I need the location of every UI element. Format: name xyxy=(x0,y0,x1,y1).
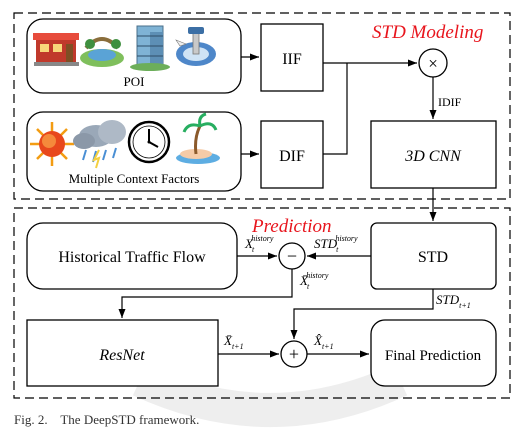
std-next-label: STDt+1 xyxy=(436,292,471,310)
prediction-frame xyxy=(13,207,511,399)
subtract-to-resnet-arrow xyxy=(118,269,293,318)
clock-icon xyxy=(127,120,171,164)
connectors xyxy=(118,53,437,358)
resnet-label: ResNet xyxy=(98,347,145,364)
office-building-icon xyxy=(130,25,170,71)
subtract-symbol: − xyxy=(287,246,297,266)
iif-label: IIF xyxy=(282,51,302,68)
historical-traffic-flow-label: Historical Traffic Flow xyxy=(58,249,206,266)
figure-caption: Fig. 2. The DeepSTD framework. xyxy=(14,412,199,427)
sun-icon xyxy=(30,122,74,166)
beach-island-icon xyxy=(176,112,220,164)
idif-label: IDIF xyxy=(438,95,462,109)
airport-tower-icon xyxy=(175,27,216,66)
dif-block xyxy=(260,120,324,189)
iif-block xyxy=(260,23,324,92)
3d-cnn-block xyxy=(370,120,497,189)
x-history-label: Xthistory xyxy=(244,234,274,254)
prediction-title: Prediction xyxy=(251,216,332,237)
final-prediction-block xyxy=(370,319,497,387)
xbar-next-label: X̄t+1 xyxy=(223,333,244,351)
add-symbol: + xyxy=(289,344,299,364)
watermark-arc xyxy=(132,364,408,427)
poi-label: POI xyxy=(124,74,145,89)
std-modeling-title: STD Modeling xyxy=(372,22,483,43)
std-modeling-frame xyxy=(13,12,511,200)
std-label: STD xyxy=(418,249,448,266)
std-history-label: STDthistory xyxy=(314,234,358,254)
xbar-history-label: X̄thistory xyxy=(299,271,329,291)
3d-cnn-label: 3D CNN xyxy=(404,148,462,165)
restaurant-icon xyxy=(33,33,79,66)
dif-label: DIF xyxy=(279,148,305,165)
std-to-add-arrow xyxy=(290,289,434,339)
rain-cloud-icon xyxy=(73,120,126,169)
xhat-next-label: X̂t+1 xyxy=(313,333,334,351)
final-prediction-label: Final Prediction xyxy=(385,348,482,364)
park-icon xyxy=(80,37,124,67)
resnet-block xyxy=(26,319,219,387)
poi-input-box xyxy=(26,18,242,94)
dif-to-multiply-path xyxy=(323,63,348,155)
context-factors-label: Multiple Context Factors xyxy=(69,171,200,186)
multiply-symbol: × xyxy=(428,54,438,73)
